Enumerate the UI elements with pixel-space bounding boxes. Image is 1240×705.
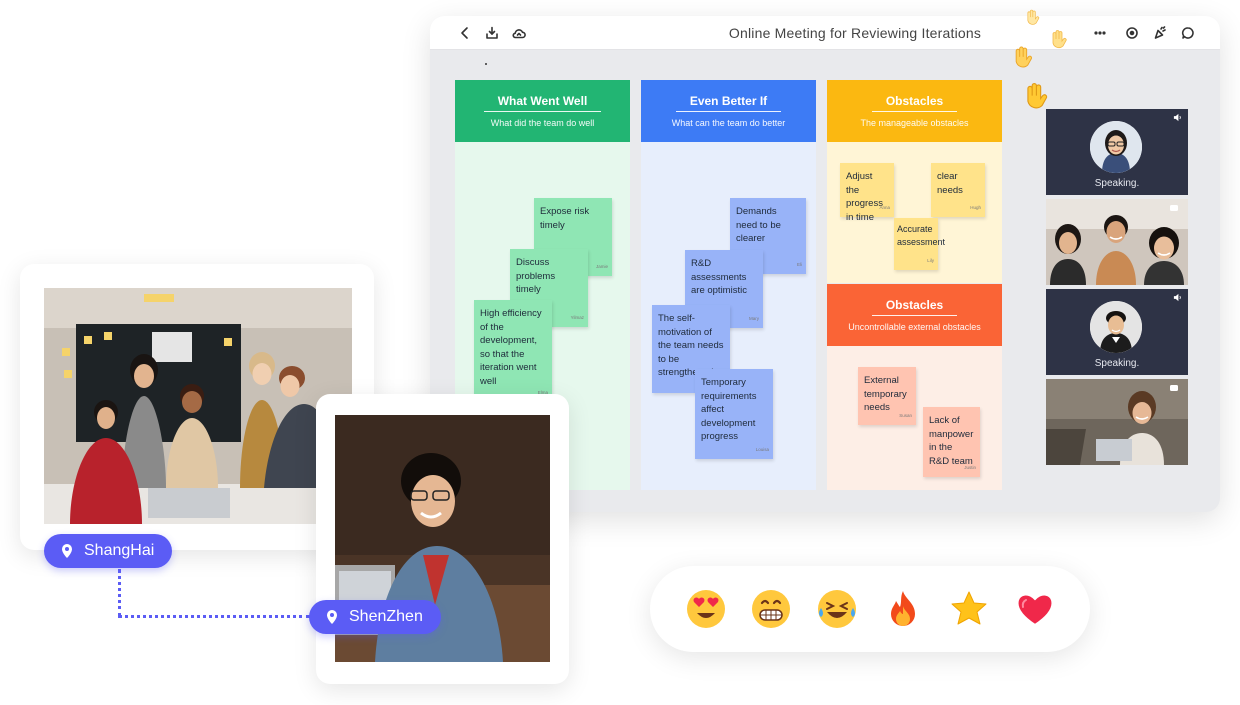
heart-icon[interactable] [1014, 588, 1056, 630]
participant-tile[interactable]: Speaking. [1046, 109, 1188, 195]
wave-icon [1027, 9, 1040, 25]
column-body[interactable]: Adjust the progress in time Anna clear n… [827, 142, 1002, 283]
column-body[interactable]: Demands need to be clearer Eli R&D asses… [641, 142, 816, 490]
group-video-frame [1046, 199, 1188, 285]
person-photo [335, 415, 550, 662]
heart-eyes-icon[interactable] [685, 588, 727, 630]
location-pin-icon [327, 610, 337, 624]
location-name: ShenZhen [349, 608, 423, 625]
column-header: Obstacles The manageable obstacles [827, 80, 1002, 142]
back-icon[interactable] [456, 24, 474, 42]
title-bar: Online Meeting for Reviewing Iterations [430, 16, 1220, 50]
column-title: Even Better If [675, 94, 782, 112]
avatar [1090, 301, 1142, 353]
sticky-note[interactable]: Adjust the progress in time Anna [840, 163, 894, 223]
sticky-note[interactable]: External temporary needs Susan [858, 367, 916, 425]
connector-line [118, 615, 310, 618]
column-subtitle: The manageable obstacles [860, 118, 969, 128]
column-body[interactable]: External temporary needs Susan Lack of m… [827, 346, 1002, 490]
participant-tile[interactable] [1046, 379, 1188, 465]
location-pill-shenzhen[interactable]: ShenZhen [309, 600, 441, 634]
connector-line [118, 569, 121, 617]
location-pill-shanghai[interactable]: ShangHai [44, 534, 173, 568]
record-icon[interactable] [1123, 24, 1141, 42]
celebrate-icon[interactable] [1151, 24, 1169, 42]
more-icon[interactable] [1091, 24, 1109, 42]
speaking-label: Speaking. [1094, 178, 1140, 189]
column-header: What Went Well What did the team do well [455, 80, 630, 142]
download-icon[interactable] [483, 24, 501, 42]
speaker-icon [1173, 113, 1181, 122]
sticky-note[interactable]: High efficiency of the development, so t… [474, 300, 552, 402]
shenzhen-photo-card [316, 394, 569, 684]
participant-tile[interactable] [1046, 199, 1188, 285]
team-photo [44, 288, 352, 524]
wave-icon [1027, 82, 1048, 109]
column-title: What Went Well [483, 94, 602, 112]
chat-icon[interactable] [1179, 24, 1197, 42]
fire-icon[interactable] [882, 588, 924, 630]
speaking-label: Speaking. [1094, 358, 1140, 369]
meeting-title: Online Meeting for Reviewing Iterations [728, 25, 982, 41]
participant-tile[interactable]: Speaking. [1046, 289, 1188, 375]
speaker-icon [1173, 293, 1181, 302]
star-icon[interactable] [948, 588, 990, 630]
wave-icon [1015, 46, 1033, 68]
sticky-note[interactable]: Lack of manpower in the R&D team Justin [923, 407, 980, 477]
sticky-note[interactable]: Temporary requirements affect developmen… [695, 369, 773, 459]
cloud-icon[interactable] [510, 24, 528, 42]
column-header: Obstacles Uncontrollable external obstac… [827, 284, 1002, 346]
reactions-bar [650, 566, 1090, 652]
location-name: ShangHai [84, 542, 155, 559]
grin-icon[interactable] [750, 588, 792, 630]
avatar [1090, 121, 1142, 173]
sticky-note[interactable]: clear needs Hugh [931, 163, 985, 217]
wave-icon [1052, 30, 1067, 49]
laptop-video-frame [1046, 379, 1188, 465]
column-title: Obstacles [871, 298, 958, 316]
column-header: Even Better If What can the team do bett… [641, 80, 816, 142]
column-subtitle: Uncontrollable external obstacles [848, 322, 981, 332]
location-pin-icon [62, 544, 72, 558]
sticky-note[interactable]: Accurate assessment Lily [894, 218, 945, 270]
column-subtitle: What did the team do well [490, 118, 595, 128]
tears-of-joy-icon[interactable] [816, 588, 858, 630]
cursor-dot [485, 63, 487, 65]
column-title: Obstacles [871, 94, 958, 112]
column-subtitle: What can the team do better [671, 118, 786, 128]
